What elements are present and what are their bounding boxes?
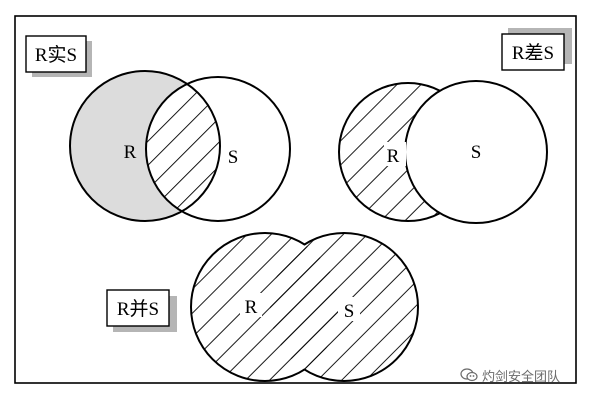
difference-title: R差S [512,42,554,64]
watermark-text: 灼剑安全团队 [482,369,561,385]
union-panel: R并S R S [106,232,419,382]
union-r-label-bg [240,293,262,317]
figure-border [14,15,577,384]
watermark: 灼剑安全团队 [460,364,560,386]
wechat-icon [460,368,478,382]
union-set-s-label: S [344,301,355,322]
union-title: R并S [117,298,159,320]
difference-label-box [501,33,565,71]
intersection-label-box [25,35,87,73]
intersection-panel: R实S R S [25,35,291,222]
set-r-label: R [124,142,137,163]
set-s-circle [145,76,291,222]
intersection-title: R实S [35,44,77,66]
r-label-bg [120,138,140,162]
difference-panel: R差S R S [338,28,572,224]
union-set-r-label: R [245,297,258,318]
set-r-outline [69,70,221,222]
diff-set-r-label: R [387,146,400,167]
overlap-hatch [146,77,220,221]
set-s-label: S [228,147,239,168]
union-label-box [106,289,170,327]
diff-r-label-bg [384,142,406,166]
union-s-label-bg [338,297,360,321]
union-s-outline [269,232,419,382]
diff-set-s-label: S [471,142,482,163]
